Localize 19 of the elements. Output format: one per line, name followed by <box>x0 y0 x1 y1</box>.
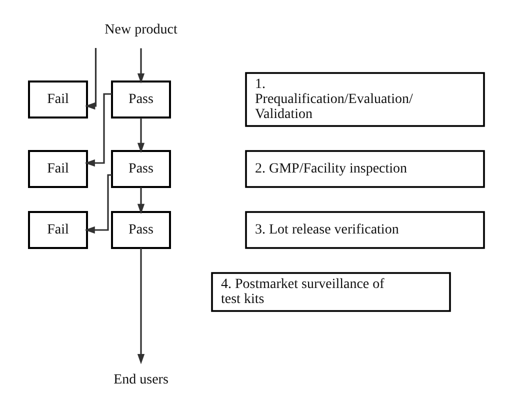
arrow <box>136 118 144 154</box>
node-box: Fail <box>28 150 88 188</box>
arrow <box>136 248 144 364</box>
arrow <box>84 93 112 167</box>
arrow <box>84 48 96 110</box>
node-box: 3. Lot release verification <box>244 211 484 249</box>
node-box: Pass <box>110 150 170 188</box>
node-box: Pass <box>110 80 170 118</box>
arrow <box>84 174 112 234</box>
node-box: Pass <box>110 211 170 249</box>
node-box: Fail <box>28 211 88 249</box>
node-box: 4. Postmarket surveillance of test kits <box>210 272 450 312</box>
node-text: New product <box>104 22 177 38</box>
node-text: End users <box>113 372 168 388</box>
node-box: 2. GMP/Facility inspection <box>244 150 484 188</box>
node-box: Fail <box>28 80 88 118</box>
arrow <box>136 187 144 214</box>
arrow <box>136 48 144 84</box>
node-box: 1. Prequalification/Evaluation/ Validation <box>244 72 484 127</box>
